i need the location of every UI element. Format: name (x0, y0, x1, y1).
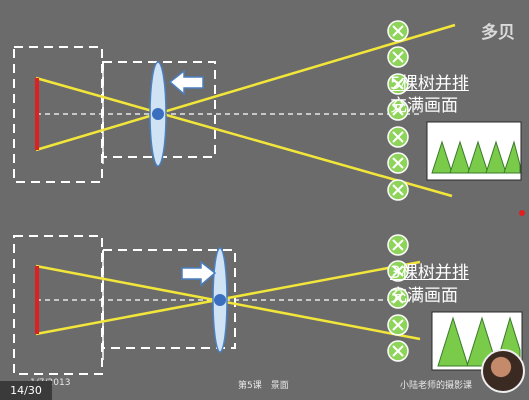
lens-center-dot (152, 108, 164, 120)
x-circle-icon (387, 314, 409, 336)
tree-count: 5 (390, 74, 401, 94)
ray-upper (35, 76, 453, 198)
bottom-label-line2: 充满画面 (390, 286, 458, 306)
marker-column-bottom (387, 234, 409, 362)
triangle-tree-icon (437, 316, 469, 367)
x-circle-icon (387, 287, 409, 309)
x-circle-icon (387, 99, 409, 121)
footer-lesson: 第5课 景面 (238, 381, 289, 391)
lens-center-dot (214, 294, 226, 306)
top-label-line1: 5棵树并排 (390, 74, 469, 94)
watermark-logo: 多贝 (481, 18, 515, 43)
x-circle-icon (387, 179, 409, 201)
tree-count: 3 (390, 263, 401, 283)
trees-box-top (426, 121, 522, 181)
x-circle-icon (387, 126, 409, 148)
page-counter[interactable]: 14/30 (0, 381, 52, 400)
x-circle-icon (387, 152, 409, 174)
ray-lower (35, 23, 456, 152)
triangle-tree-icon (485, 140, 507, 174)
x-circle-icon (387, 46, 409, 68)
x-circle-icon (387, 234, 409, 256)
top-label-line2: 充满画面 (390, 96, 458, 116)
ray-lower (35, 260, 421, 336)
label-rest: 棵树并排 (400, 263, 469, 283)
triangle-tree-icon (503, 140, 521, 174)
triangle-tree-icon (431, 140, 453, 174)
watermark-text: 多贝 (481, 23, 515, 43)
x-circle-icon (387, 73, 409, 95)
label-text: 充满画面 (390, 286, 458, 306)
x-circle-icon (387, 260, 409, 282)
footer-author: 小陆老师的摄影课 (400, 381, 473, 391)
x-circle-icon (387, 340, 409, 362)
label-rest: 棵树并排 (400, 74, 469, 94)
triangle-tree-icon (467, 140, 489, 174)
block-arrow-icon (168, 69, 204, 96)
marker-column-top (387, 20, 409, 201)
top-panel (13, 20, 522, 201)
label-text: 充满画面 (390, 96, 458, 116)
laser-pointer-dot (519, 210, 525, 216)
ray-upper (35, 264, 421, 341)
bottom-label-line1: 3棵树并排 (390, 263, 469, 283)
user-avatar[interactable] (481, 349, 525, 393)
triangle-tree-icon (449, 140, 471, 174)
x-circle-icon (387, 20, 409, 42)
block-arrow-icon (181, 260, 217, 287)
page-counter-text: 14/30 (10, 384, 42, 397)
camera-body-outline (13, 235, 103, 375)
